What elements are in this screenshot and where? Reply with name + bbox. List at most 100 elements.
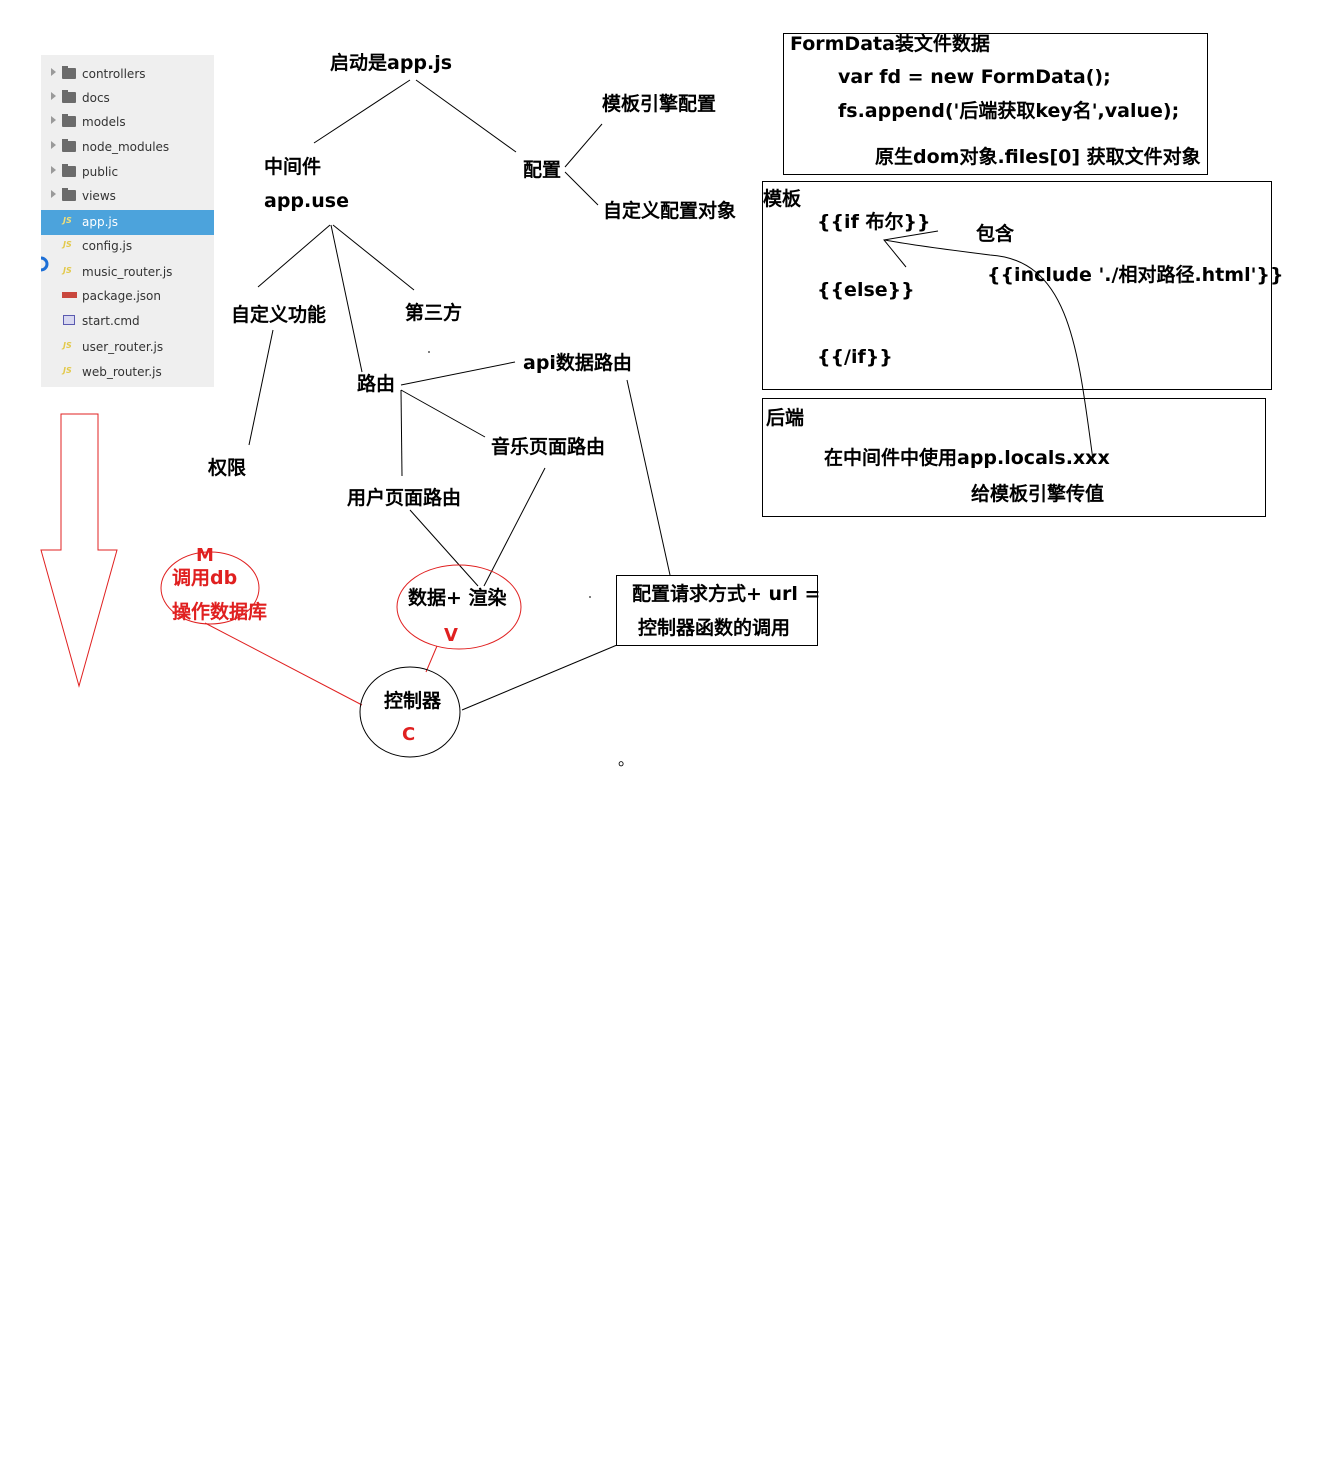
folder-icon xyxy=(62,90,76,103)
explorer-item-label: models xyxy=(82,115,126,129)
formdata-line1: var fd = new FormData(); xyxy=(838,66,1111,88)
root-node: 启动是app.js xyxy=(330,52,453,74)
model-ellipse xyxy=(160,551,260,625)
backend-title: 后端 xyxy=(766,407,805,429)
music-route-node: 音乐页面路由 xyxy=(491,436,606,458)
js-file-icon: JS xyxy=(63,341,72,350)
explorer-item-label: views xyxy=(82,189,116,203)
explorer-item[interactable]: node_modules xyxy=(41,135,214,160)
third-party-node: 第三方 xyxy=(405,302,463,324)
explorer-item[interactable]: JS config.js xyxy=(41,234,214,259)
line-use-third xyxy=(332,224,415,291)
template-box: 模板 {{if 布尔}} 包含 {{include './相对路径.html'}… xyxy=(762,181,1283,390)
line-view-controller xyxy=(425,645,438,673)
js-file-icon: JS xyxy=(63,266,72,275)
template-engine-config-node: 模板引擎配置 xyxy=(602,93,717,115)
flow-down-arrow xyxy=(40,413,118,688)
custom-function-node: 自定义功能 xyxy=(231,304,327,326)
explorer-item[interactable]: JS app.js xyxy=(41,210,214,235)
explorer-item-label: web_router.js xyxy=(82,365,162,379)
if-arrow-head xyxy=(883,230,939,268)
explorer-item[interactable]: JS user_router.js xyxy=(41,335,214,360)
js-file-icon: JS xyxy=(63,366,72,375)
request-config-line1: 配置请求方式+ url = xyxy=(632,583,821,605)
app-use-node: app.use xyxy=(264,190,349,212)
line-model-controller xyxy=(204,622,363,706)
small-circle-mark: 。 xyxy=(618,750,635,769)
template-endif-line: {{/if}} xyxy=(817,346,893,368)
explorer-item[interactable]: JS web_router.js xyxy=(41,360,214,385)
explorer-item[interactable]: models xyxy=(41,110,214,135)
explorer-item-label: app.js xyxy=(82,215,118,229)
folder-icon xyxy=(62,188,76,201)
config-node: 配置 xyxy=(523,159,562,181)
user-route-node: 用户页面路由 xyxy=(347,487,462,509)
explorer-item-label: controllers xyxy=(82,67,146,81)
formdata-line2: fs.append('后端获取key名',value); xyxy=(838,100,1180,122)
line-use-routing xyxy=(330,224,363,373)
explorer-item-label: docs xyxy=(82,91,110,105)
controller-node: 控制器 xyxy=(384,690,442,712)
folder-icon xyxy=(62,139,76,152)
template-include-line: {{include './相对路径.html'}} xyxy=(987,264,1284,286)
custom-config-object-node: 自定义配置对象 xyxy=(603,200,737,222)
chevron-right-icon[interactable] xyxy=(51,92,56,100)
db-operate-node: 操作数据库 xyxy=(172,601,268,623)
line-api-request xyxy=(626,379,671,576)
middleware-node: 中间件 xyxy=(264,156,322,178)
permission-node: 权限 xyxy=(208,457,247,479)
chevron-right-icon[interactable] xyxy=(51,141,56,149)
explorer-item-label: start.cmd xyxy=(82,314,140,328)
explorer-item[interactable]: views xyxy=(41,184,214,209)
chevron-right-icon[interactable] xyxy=(51,116,56,124)
line-config-template xyxy=(564,123,603,168)
chevron-right-icon[interactable] xyxy=(51,68,56,76)
line-routing-user xyxy=(400,389,403,477)
line-use-custom-func xyxy=(257,224,331,288)
folder-icon xyxy=(62,164,76,177)
explorer-item[interactable]: start.cmd xyxy=(41,309,214,334)
formdata-title: FormData装文件数据 xyxy=(790,33,990,55)
request-config-box: 配置请求方式+ url = 控制器函数的调用 xyxy=(616,575,821,646)
js-file-icon: JS xyxy=(63,240,72,249)
js-file-icon: JS xyxy=(63,216,72,225)
template-if-line: {{if 布尔}} xyxy=(817,211,931,233)
template-title: 模板 xyxy=(763,188,802,210)
explorer-item[interactable]: controllers xyxy=(41,62,214,87)
request-config-line2: 控制器函数的调用 xyxy=(638,617,791,639)
backend-box: 后端 在中间件中使用app.locals.xxx 给模板引擎传值 xyxy=(762,398,1266,517)
include-arrow-curve xyxy=(884,239,1094,461)
template-else-line: {{else}} xyxy=(817,279,915,301)
line-root-middleware xyxy=(313,79,411,144)
routing-node: 路由 xyxy=(357,373,396,395)
backend-line1: 在中间件中使用app.locals.xxx xyxy=(824,447,1110,469)
line-routing-music xyxy=(400,389,486,438)
view-label: V xyxy=(444,625,458,646)
explorer-item-label: user_router.js xyxy=(82,340,164,354)
explorer-item[interactable]: docs xyxy=(41,86,214,111)
backend-line2: 给模板引擎传值 xyxy=(971,483,1105,505)
explorer-item[interactable]: package.json xyxy=(41,284,214,309)
model-label: M xyxy=(196,545,214,566)
db-call-node: 调用db xyxy=(172,567,238,589)
explorer-item[interactable]: public xyxy=(41,160,214,185)
view-ellipse xyxy=(396,564,522,650)
line-user-data xyxy=(409,509,479,587)
api-route-node: api数据路由 xyxy=(523,352,632,374)
template-include-label: 包含 xyxy=(976,223,1015,245)
chevron-right-icon[interactable] xyxy=(51,166,56,174)
data-render-node: 数据+ 渲染 xyxy=(408,587,507,609)
explorer-item-label: package.json xyxy=(82,289,162,303)
line-request-controller xyxy=(461,644,618,711)
formdata-line3: 原生dom对象.files[0] 获取文件对象 xyxy=(875,146,1201,168)
controller-circle xyxy=(359,666,461,758)
chevron-right-icon[interactable] xyxy=(51,190,56,198)
explorer-item-label: config.js xyxy=(82,239,133,253)
explorer-item-label: public xyxy=(82,165,119,179)
folder-icon xyxy=(62,66,76,79)
controller-label: C xyxy=(402,724,416,745)
